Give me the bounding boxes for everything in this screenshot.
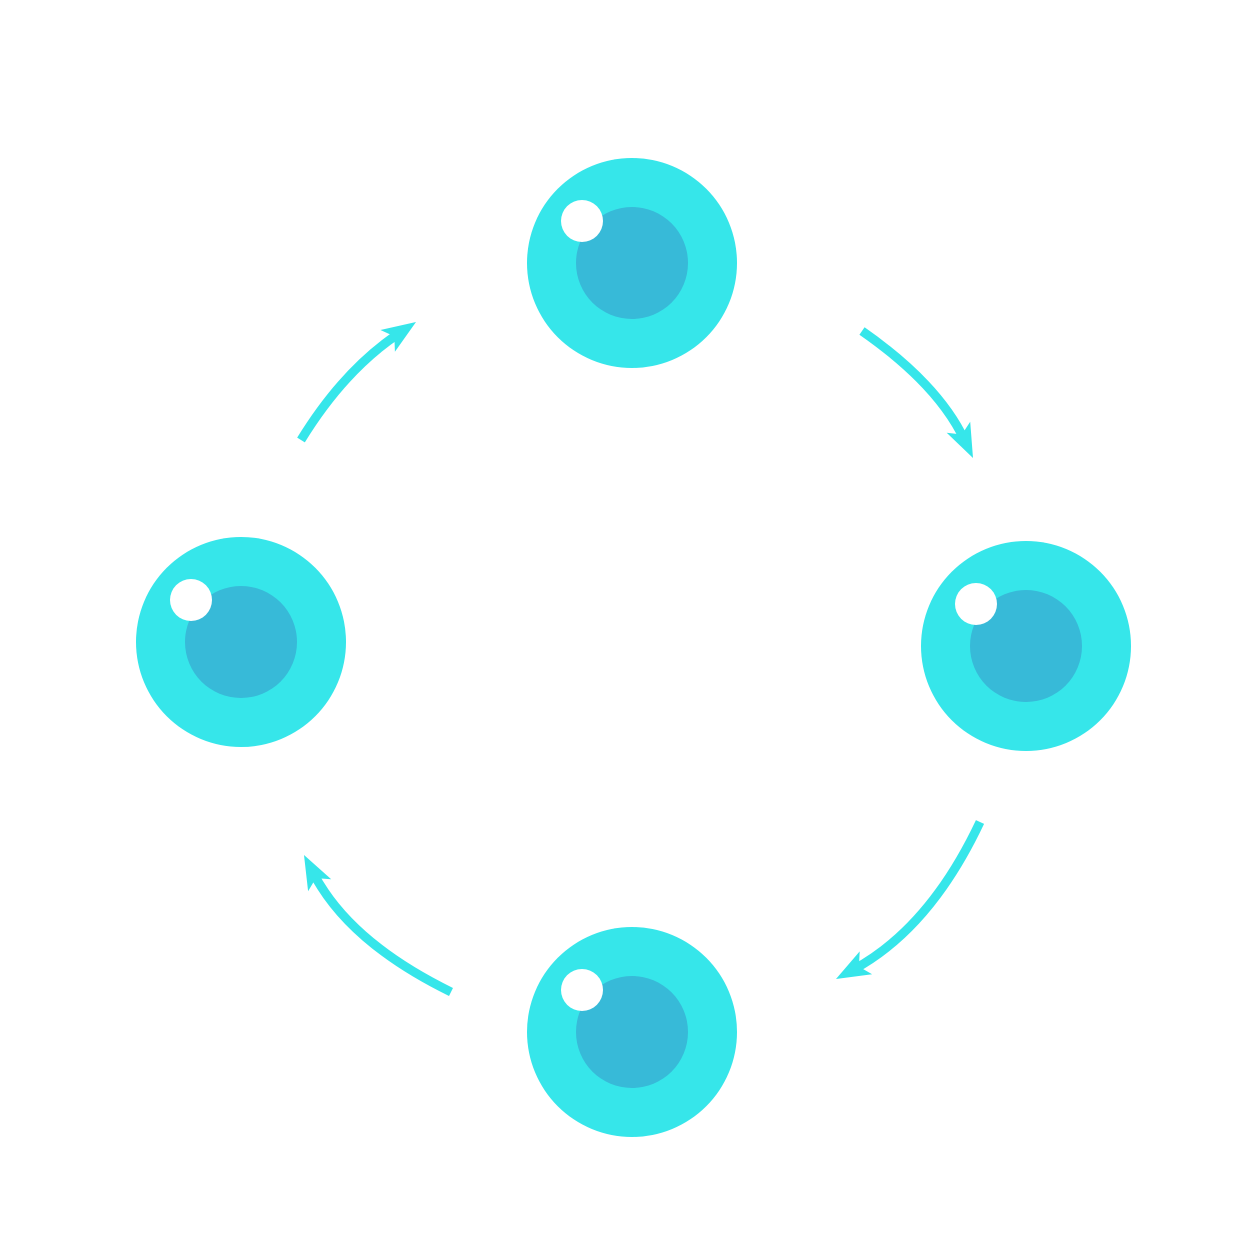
- node-highlight: [561, 200, 603, 242]
- arrowhead-icon: [836, 951, 873, 979]
- arrow-shaft: [297, 329, 402, 443]
- circle-node-icon-left: [136, 537, 346, 747]
- curved-arrow-icon-bottom-to-left: [304, 855, 453, 997]
- arrows-layer: [297, 322, 985, 997]
- curved-arrow-icon-top-to-right: [859, 327, 973, 458]
- node-inner-disc: [576, 976, 688, 1088]
- circle-node-icon-right: [921, 541, 1131, 751]
- arrowhead-icon: [304, 855, 332, 892]
- node-inner-disc: [576, 207, 688, 319]
- node-highlight: [955, 583, 997, 625]
- node-inner-disc: [970, 590, 1082, 702]
- arrow-shaft: [309, 870, 453, 997]
- node-inner-disc: [185, 586, 297, 698]
- nodes-layer: [136, 158, 1131, 1137]
- arrowhead-icon: [380, 322, 416, 352]
- arrow-shaft: [859, 327, 969, 442]
- curved-arrow-icon-right-to-bottom: [836, 820, 985, 979]
- circle-node-icon-bottom: [527, 927, 737, 1137]
- arrow-shaft: [851, 820, 985, 974]
- node-highlight: [561, 969, 603, 1011]
- node-highlight: [170, 579, 212, 621]
- arrowhead-icon: [946, 421, 973, 458]
- circle-node-icon-top: [527, 158, 737, 368]
- curved-arrow-icon-left-to-top: [297, 322, 416, 443]
